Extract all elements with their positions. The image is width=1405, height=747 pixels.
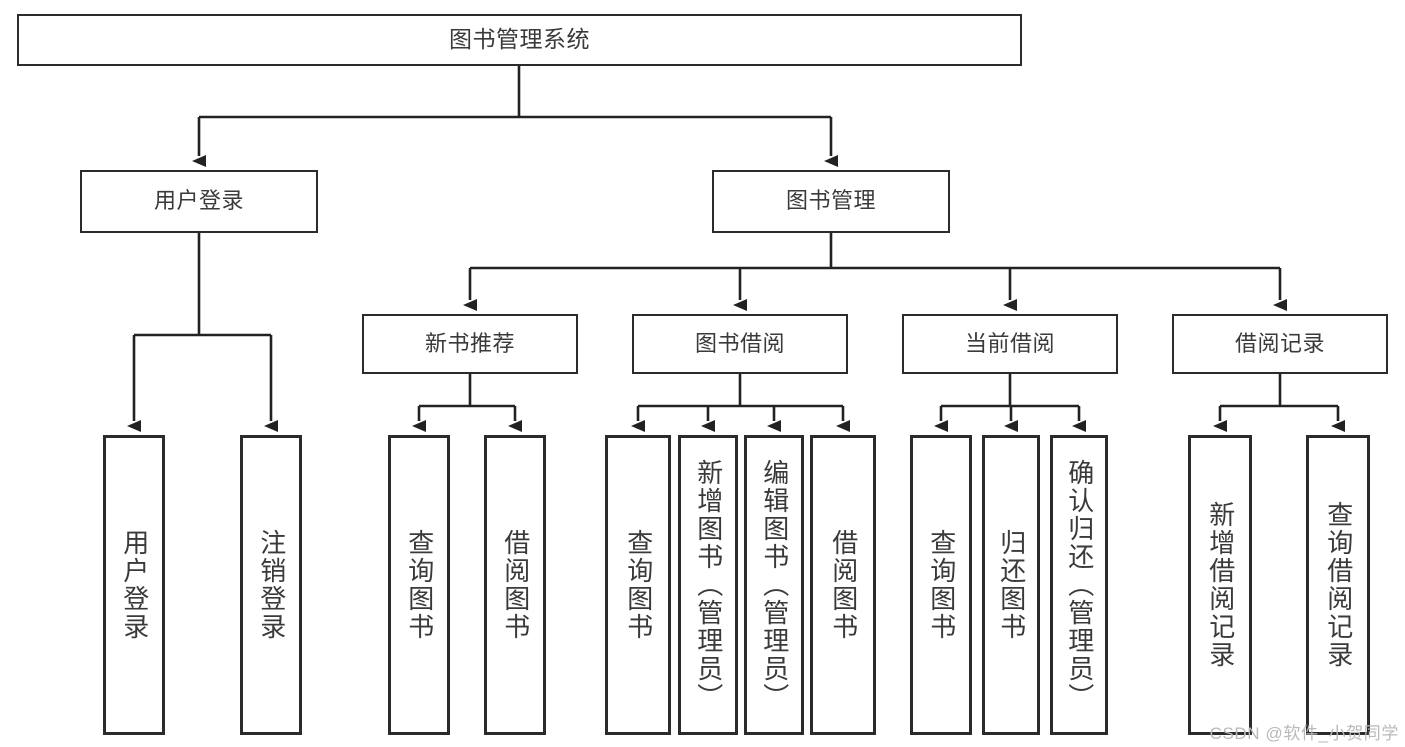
node-label: 借阅图书 [828,529,859,641]
watermark-text: CSDN @软件_小贺同学 [1209,724,1399,743]
node-book-borrow[interactable]: 图书借阅 [632,314,848,374]
leaf-node[interactable]: 查询借阅记录 [1306,435,1370,735]
node-current-borrow[interactable]: 当前借阅 [902,314,1118,374]
leaf-node[interactable]: 归还图书 [982,435,1040,735]
leaf-node[interactable]: 用户登录 [103,435,165,735]
node-label: 查询图书 [926,529,957,641]
node-label: 图书管理系统 [449,26,590,53]
leaf-node[interactable]: 新增图书（管理员） [678,435,738,735]
node-label: 查询借阅记录 [1323,501,1354,669]
node-label: 确认归还（管理员） [1064,459,1095,711]
node-label: 新增借阅记录 [1205,501,1236,669]
node-book-management[interactable]: 图书管理 [712,170,950,233]
node-new-book-recommend[interactable]: 新书推荐 [362,314,578,374]
node-label: 查询图书 [623,529,654,641]
node-label: 归还图书 [996,529,1027,641]
leaf-node[interactable]: 确认归还（管理员） [1050,435,1108,735]
node-label: 新书推荐 [424,330,515,356]
leaf-node[interactable]: 编辑图书（管理员） [744,435,804,735]
leaf-node[interactable]: 注销登录 [240,435,302,735]
node-label: 新增图书（管理员） [693,459,724,711]
leaf-node[interactable]: 查询图书 [388,435,450,735]
node-label: 图书借阅 [694,330,785,356]
leaf-node[interactable]: 借阅图书 [810,435,876,735]
node-borrow-record[interactable]: 借阅记录 [1172,314,1388,374]
node-label: 用户登录 [153,188,244,214]
leaf-node[interactable]: 查询图书 [910,435,972,735]
node-label: 用户登录 [119,529,150,641]
node-label: 编辑图书（管理员） [759,459,790,711]
leaf-node[interactable]: 借阅图书 [484,435,546,735]
leaf-node[interactable]: 新增借阅记录 [1188,435,1252,735]
node-label: 图书管理 [785,188,876,214]
node-root[interactable]: 图书管理系统 [17,14,1022,66]
node-label: 借阅图书 [500,529,531,641]
leaf-node[interactable]: 查询图书 [605,435,671,735]
node-user-login[interactable]: 用户登录 [80,170,318,233]
node-label: 当前借阅 [964,330,1055,356]
node-label: 注销登录 [256,529,287,641]
node-label: 查询图书 [404,529,435,641]
node-label: 借阅记录 [1234,330,1325,356]
